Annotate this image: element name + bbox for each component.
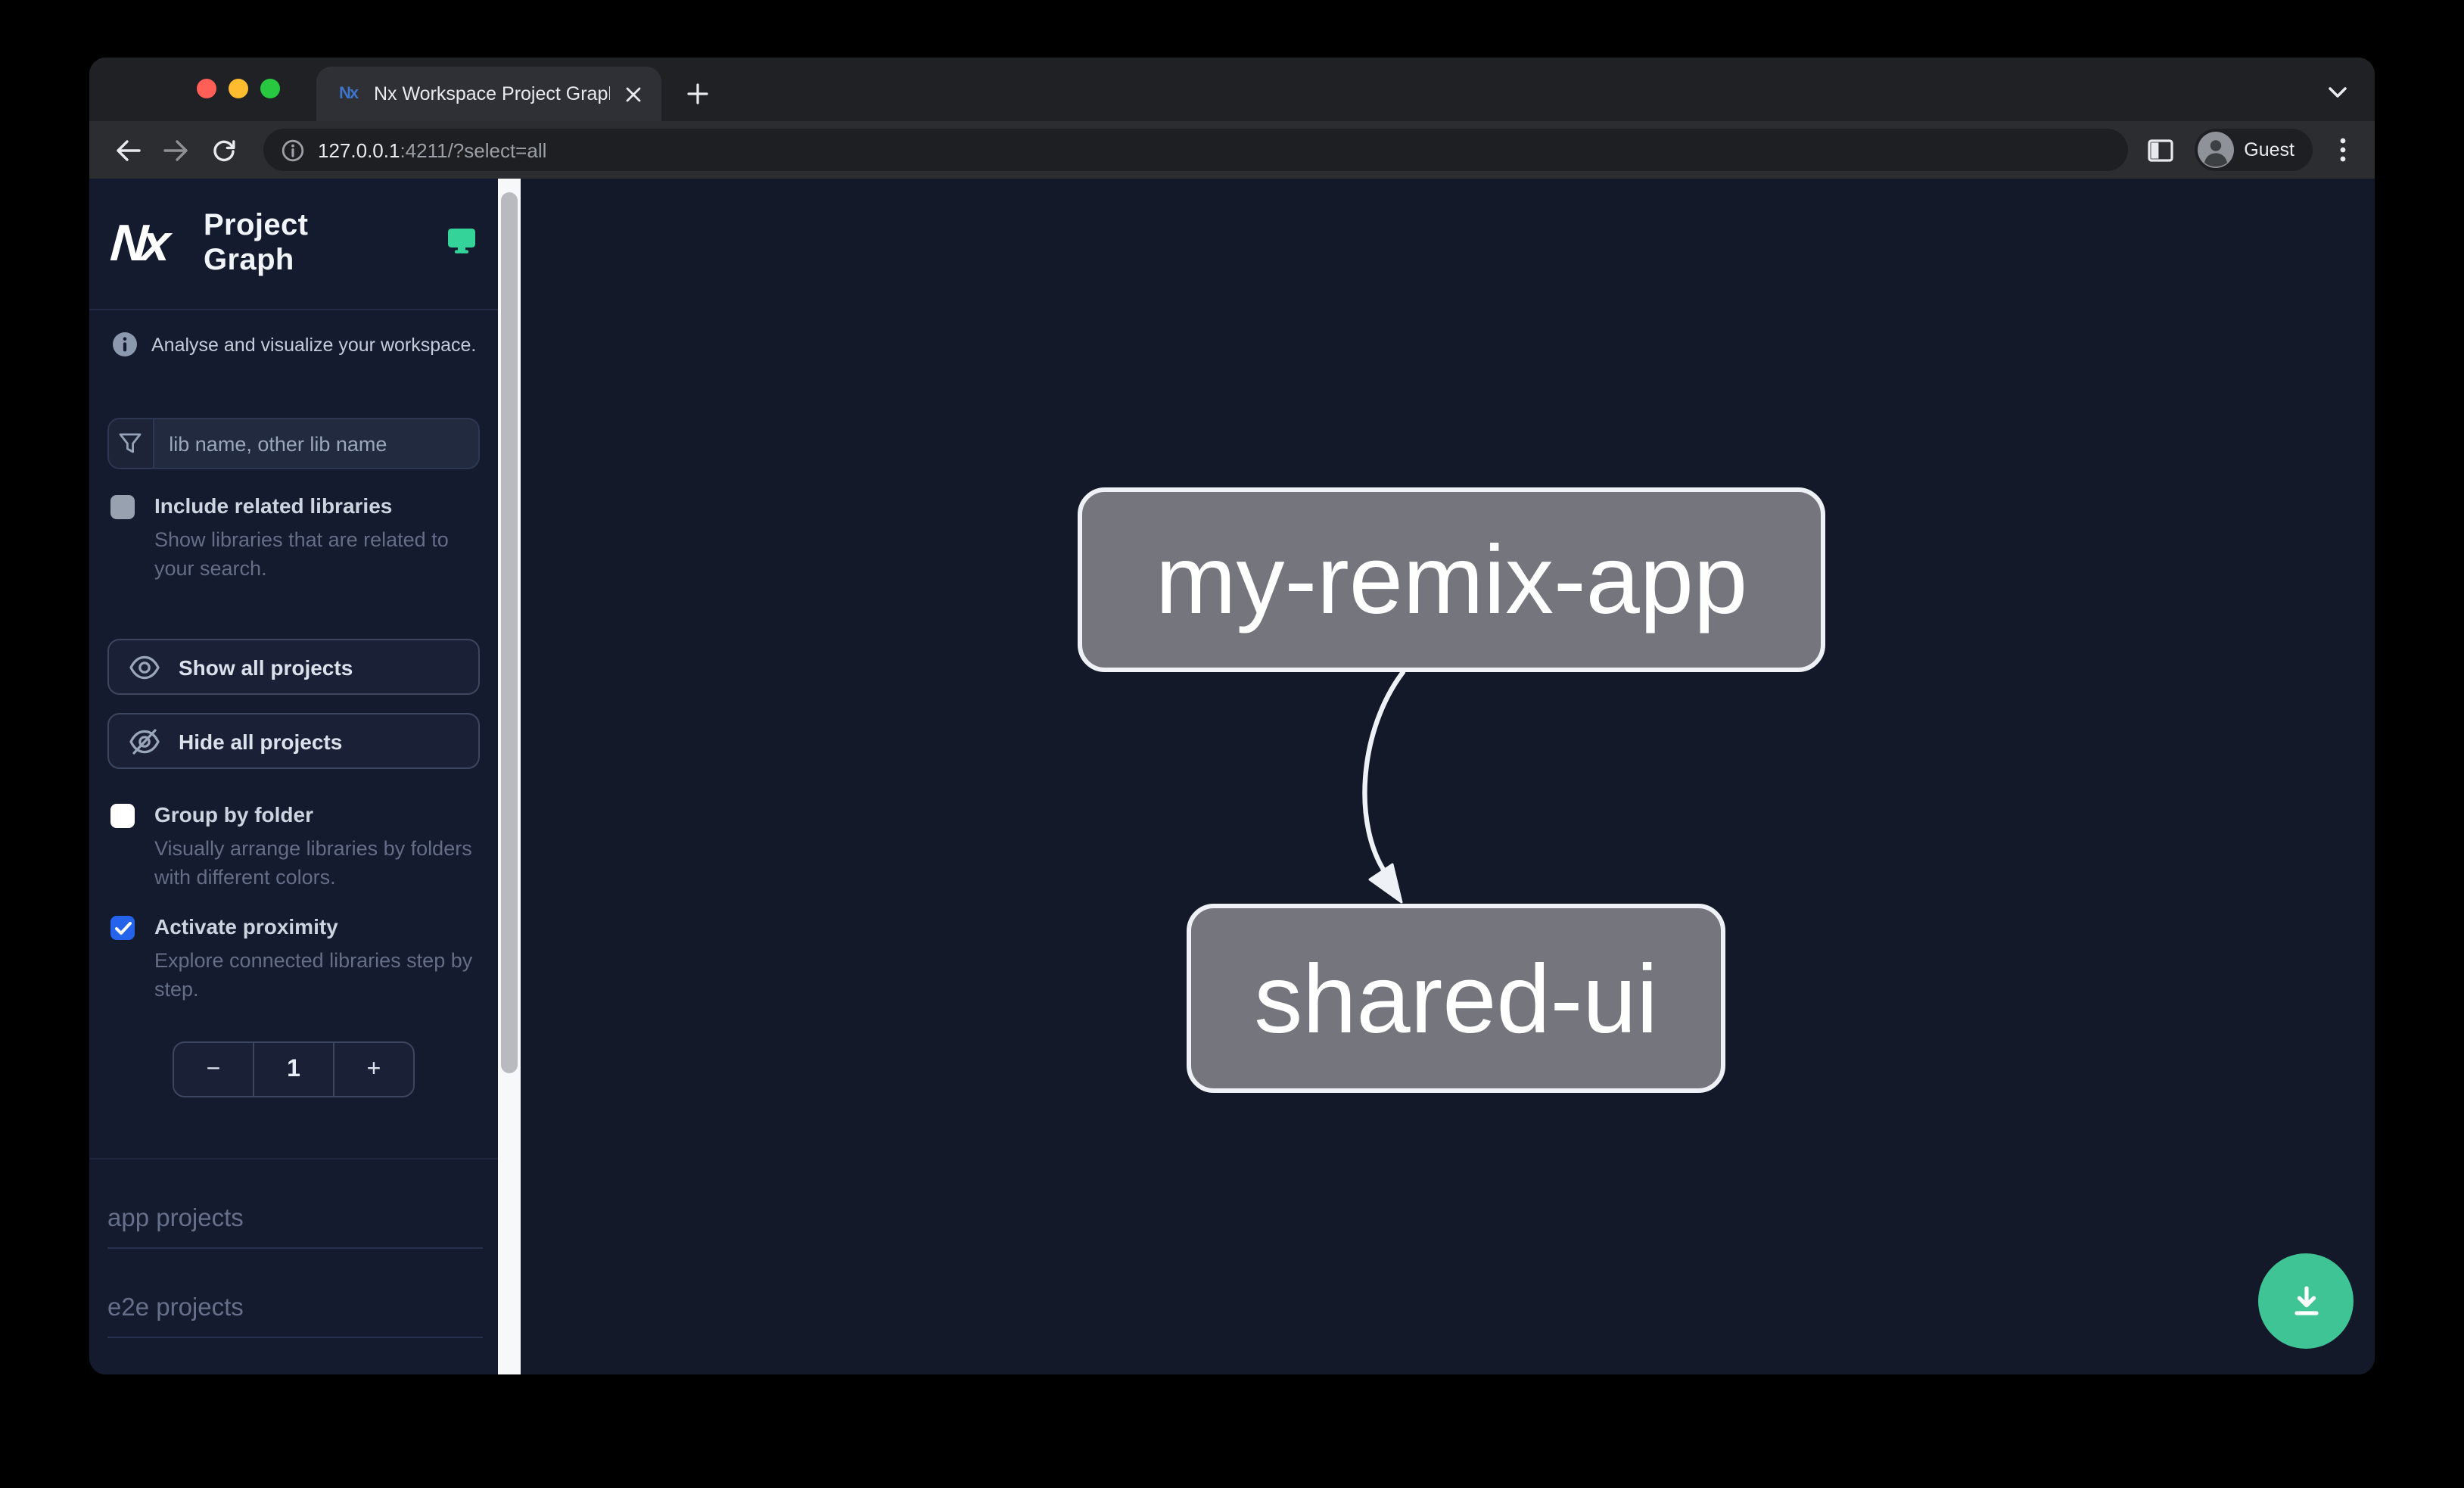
increment-button[interactable]: +	[333, 1043, 413, 1096]
search-box	[107, 418, 480, 469]
profile-name: Guest	[2244, 139, 2294, 160]
new-tab-button[interactable]	[677, 73, 719, 115]
search-input[interactable]	[154, 432, 478, 455]
eye-icon	[129, 655, 160, 679]
nx-logo: Nx	[108, 215, 166, 272]
profile-button[interactable]: Guest	[2194, 129, 2313, 171]
rankdir-monitor-icon[interactable]	[446, 226, 477, 261]
close-tab-icon[interactable]	[619, 80, 646, 107]
app-title: Project Graph	[203, 209, 309, 277]
show-all-projects-button[interactable]: Show all projects	[107, 639, 480, 695]
back-button[interactable]	[106, 129, 148, 171]
reload-button[interactable]	[203, 129, 245, 171]
browser-menu-icon[interactable]	[2325, 129, 2361, 171]
edge-my-remix-app-to-shared-ui[interactable]	[521, 179, 2375, 1374]
activate-proximity-description: Explore connected libraries step by step…	[154, 948, 473, 1001]
e2e-projects-heading: e2e projects	[107, 1294, 483, 1338]
include-related-option[interactable]: Include related libraries Show libraries…	[110, 493, 477, 584]
activate-proximity-option[interactable]: Activate proximity Explore connected lib…	[110, 914, 477, 1004]
show-all-projects-label: Show all projects	[179, 655, 353, 679]
include-related-checkbox[interactable]	[110, 495, 135, 519]
app-projects-heading: app projects	[107, 1205, 483, 1249]
group-by-folder-description: Visually arrange libraries by folders wi…	[154, 836, 472, 889]
tab-title: Nx Workspace Project Graph	[374, 83, 610, 104]
app-projects-section: app projects	[107, 1205, 483, 1249]
group-by-folder-label: Group by folder	[154, 802, 313, 826]
url-text[interactable]: 127.0.0.1:4211/?select=all	[318, 139, 546, 161]
tab-search-chevron-icon[interactable]	[2320, 76, 2354, 109]
download-image-button[interactable]	[2258, 1253, 2354, 1349]
maximize-window-button[interactable]	[260, 79, 280, 98]
include-related-label: Include related libraries	[154, 493, 393, 518]
scrollbar-thumb[interactable]	[501, 192, 518, 1073]
minimize-window-button[interactable]	[229, 79, 248, 98]
proximity-depth-value: 1	[253, 1043, 333, 1096]
url-host: 127.0.0.1	[318, 139, 400, 161]
site-info-icon[interactable]	[282, 139, 304, 161]
hide-all-projects-button[interactable]: Hide all projects	[107, 713, 480, 769]
forward-button[interactable]	[154, 129, 197, 171]
app-content: Nx Project Graph Analyse and visualize y…	[89, 179, 2375, 1374]
graph-canvas[interactable]: my-remix-app shared-ui	[521, 179, 2375, 1374]
url-path: :4211/?select=all	[400, 139, 547, 161]
info-icon	[113, 332, 137, 356]
check-icon	[114, 921, 131, 934]
browser-tab[interactable]: Nx Nx Workspace Project Graph	[316, 67, 661, 121]
node-label: my-remix-app	[1155, 525, 1748, 634]
e2e-projects-section: e2e projects	[107, 1294, 483, 1338]
workspace-tagline-row: Analyse and visualize your workspace.	[89, 310, 498, 358]
decrement-button[interactable]: −	[206, 1056, 221, 1082]
activate-proximity-checkbox[interactable]	[110, 916, 135, 940]
sidebar: Nx Project Graph Analyse and visualize y…	[89, 179, 498, 1374]
download-icon	[2294, 1285, 2318, 1315]
browser-window: Nx Nx Workspace Project Graph	[89, 58, 2375, 1374]
side-panel-icon[interactable]	[2139, 129, 2182, 171]
sidebar-divider	[89, 1158, 498, 1160]
project-node-my-remix-app[interactable]: my-remix-app	[1078, 487, 1825, 672]
workspace-tagline: Analyse and visualize your workspace.	[151, 335, 477, 356]
hide-all-projects-label: Hide all projects	[179, 729, 343, 753]
eye-off-icon	[129, 728, 160, 754]
include-related-description: Show libraries that are related to your …	[154, 528, 449, 581]
avatar-icon	[2197, 132, 2234, 168]
tab-strip: Nx Nx Workspace Project Graph	[89, 58, 2375, 121]
project-node-shared-ui[interactable]: shared-ui	[1187, 904, 1725, 1093]
group-by-folder-checkbox[interactable]	[110, 804, 135, 828]
window-controls	[197, 79, 280, 98]
group-by-folder-option[interactable]: Group by folder Visually arrange librari…	[110, 802, 477, 892]
node-label: shared-ui	[1254, 944, 1658, 1053]
close-window-button[interactable]	[197, 79, 216, 98]
filter-icon	[109, 419, 154, 468]
proximity-depth-stepper: − 1 +	[173, 1041, 415, 1097]
sidebar-scrollbar[interactable]	[498, 179, 521, 1374]
sidebar-header: Nx Project Graph	[89, 179, 498, 310]
nx-favicon: Nx	[338, 85, 359, 103]
address-bar[interactable]: 127.0.0.1:4211/?select=all	[263, 129, 2128, 171]
activate-proximity-label: Activate proximity	[154, 914, 338, 939]
browser-toolbar: 127.0.0.1:4211/?select=all Guest	[89, 121, 2375, 179]
